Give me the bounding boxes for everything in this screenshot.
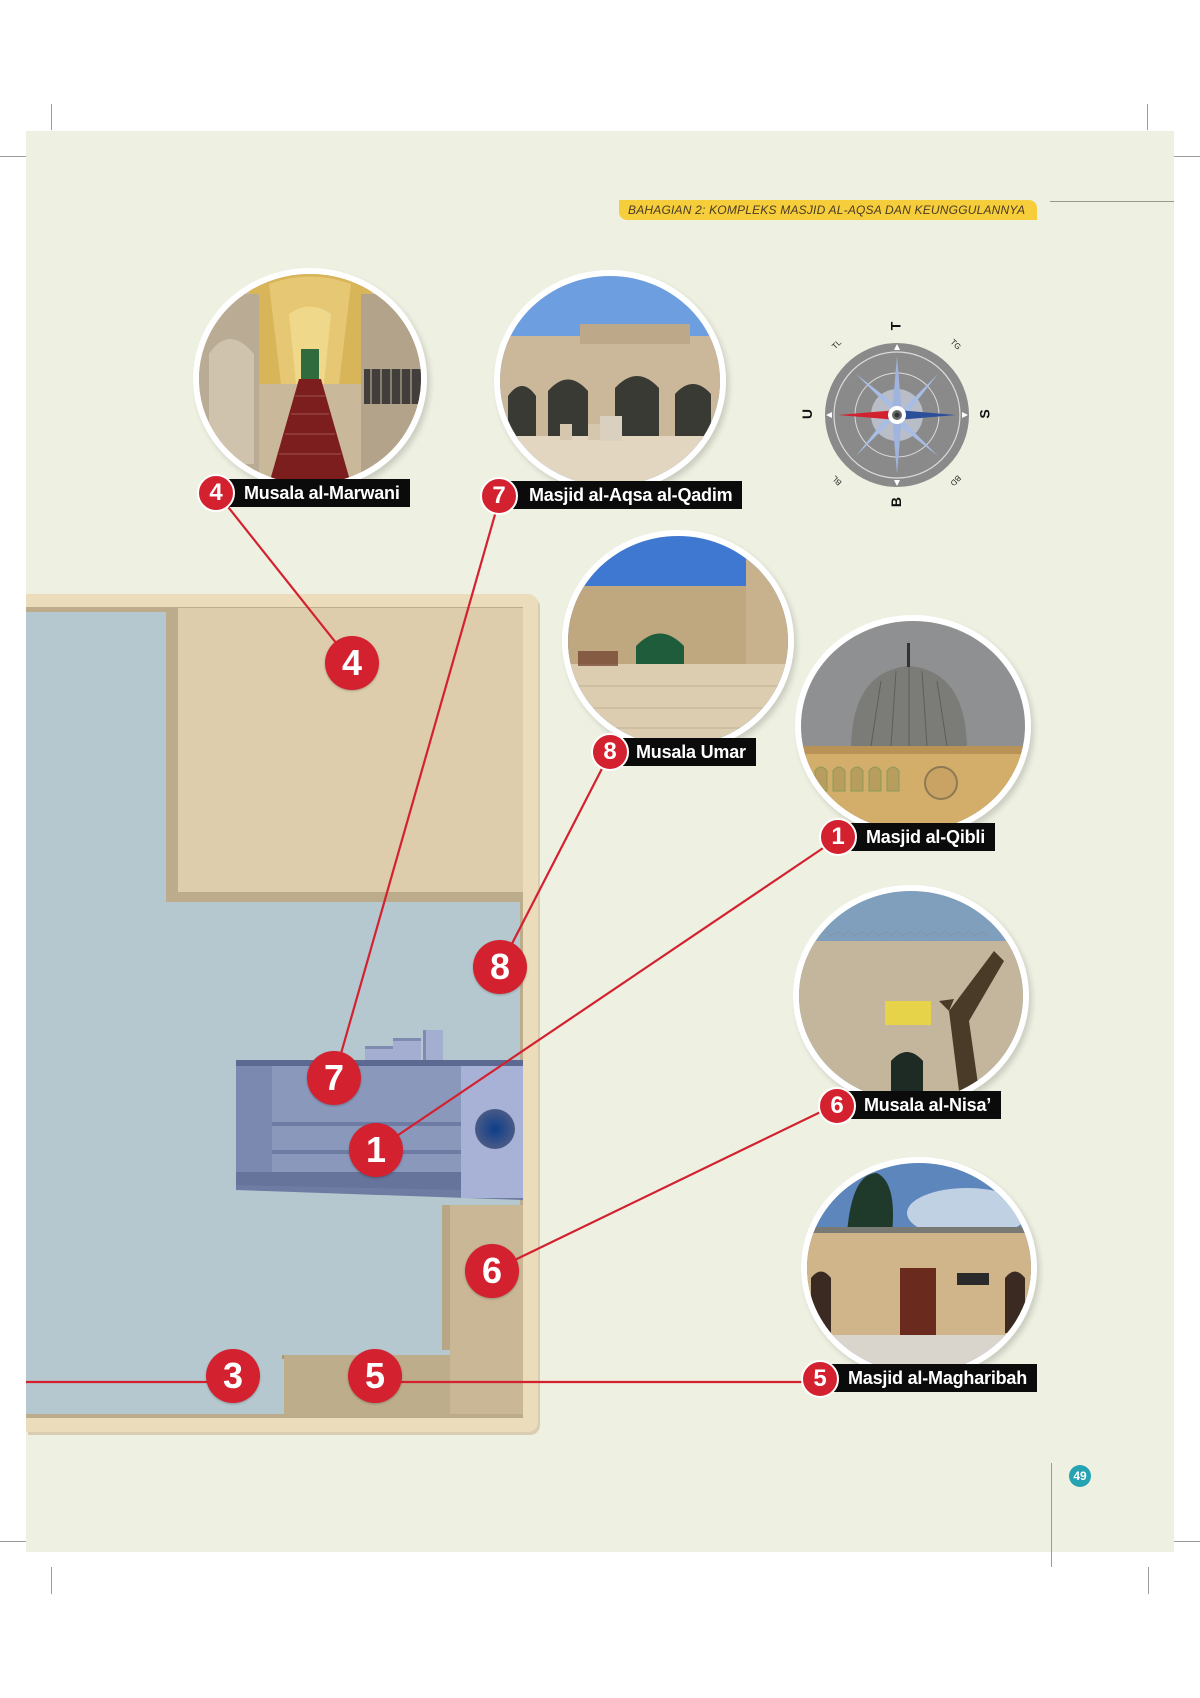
- section-title: BAHAGIAN 2: KOMPLEKS MASJID AL-AQSA DAN …: [619, 200, 1038, 220]
- site-label-musala-umar: Musala Umar: [610, 738, 756, 766]
- crop-mark: [1147, 104, 1148, 130]
- compass-label-t: T: [887, 321, 904, 331]
- crop-mark: [51, 104, 52, 130]
- site-label-musala-al-marwani: Musala al-Marwani: [218, 479, 410, 507]
- header-rule: [1050, 201, 1174, 202]
- site-label-masjid-al-qibli: Masjid al-Qibli: [840, 823, 996, 851]
- photo-masjid-al-magharibah: [801, 1157, 1037, 1379]
- photo-musala-al-nisa: [793, 885, 1029, 1107]
- map-marker-6[interactable]: 6: [465, 1244, 519, 1298]
- compass-label-s: S: [976, 409, 993, 419]
- map-south-wall-zone: [450, 1205, 523, 1414]
- map-wall-shadow: [442, 1205, 452, 1350]
- photo-musala-al-marwani: [193, 268, 427, 490]
- crop-mark: [51, 1567, 52, 1594]
- compass-icon: [825, 343, 969, 487]
- site-label-masjid-al-aqsa-al-qadim: Masjid al-Aqsa al-Qadim: [503, 481, 743, 509]
- compass-rose: T U S B TL TG BL BD: [799, 322, 993, 507]
- crop-mark: [1174, 1541, 1200, 1542]
- photo-masjid-al-qibli: [795, 615, 1031, 837]
- site-label-number-1: 1: [819, 818, 857, 856]
- crop-mark: [1148, 1567, 1149, 1594]
- map-marker-5[interactable]: 5: [348, 1349, 402, 1403]
- site-label-number-7: 7: [480, 477, 518, 515]
- site-label-number-6: 6: [818, 1087, 856, 1125]
- crop-mark: [0, 156, 26, 157]
- compass-label-b: B: [888, 496, 905, 508]
- map-marker-3[interactable]: 3: [206, 1349, 260, 1403]
- crop-mark: [1174, 156, 1200, 157]
- site-label-number-4: 4: [197, 474, 235, 512]
- site-label-number-8: 8: [591, 733, 629, 771]
- map-marker-1[interactable]: 1: [349, 1123, 403, 1177]
- map-marker-7[interactable]: 7: [307, 1051, 361, 1105]
- photo-masjid-al-aqsa-al-qadim: [494, 270, 726, 492]
- site-label-number-5: 5: [801, 1360, 839, 1398]
- compass-label-u: U: [799, 408, 816, 420]
- crop-mark: [0, 1541, 26, 1542]
- page-number-badge: 49: [1069, 1465, 1091, 1487]
- footer-divider: [1051, 1463, 1052, 1567]
- photo-musala-umar: [562, 530, 794, 752]
- site-label-masjid-al-magharibah: Masjid al-Magharibah: [822, 1364, 1038, 1392]
- map-marker-4[interactable]: 4: [325, 636, 379, 690]
- map-marker-8[interactable]: 8: [473, 940, 527, 994]
- site-label-musala-al-nisa: Musala al-Nisa’: [838, 1091, 1002, 1119]
